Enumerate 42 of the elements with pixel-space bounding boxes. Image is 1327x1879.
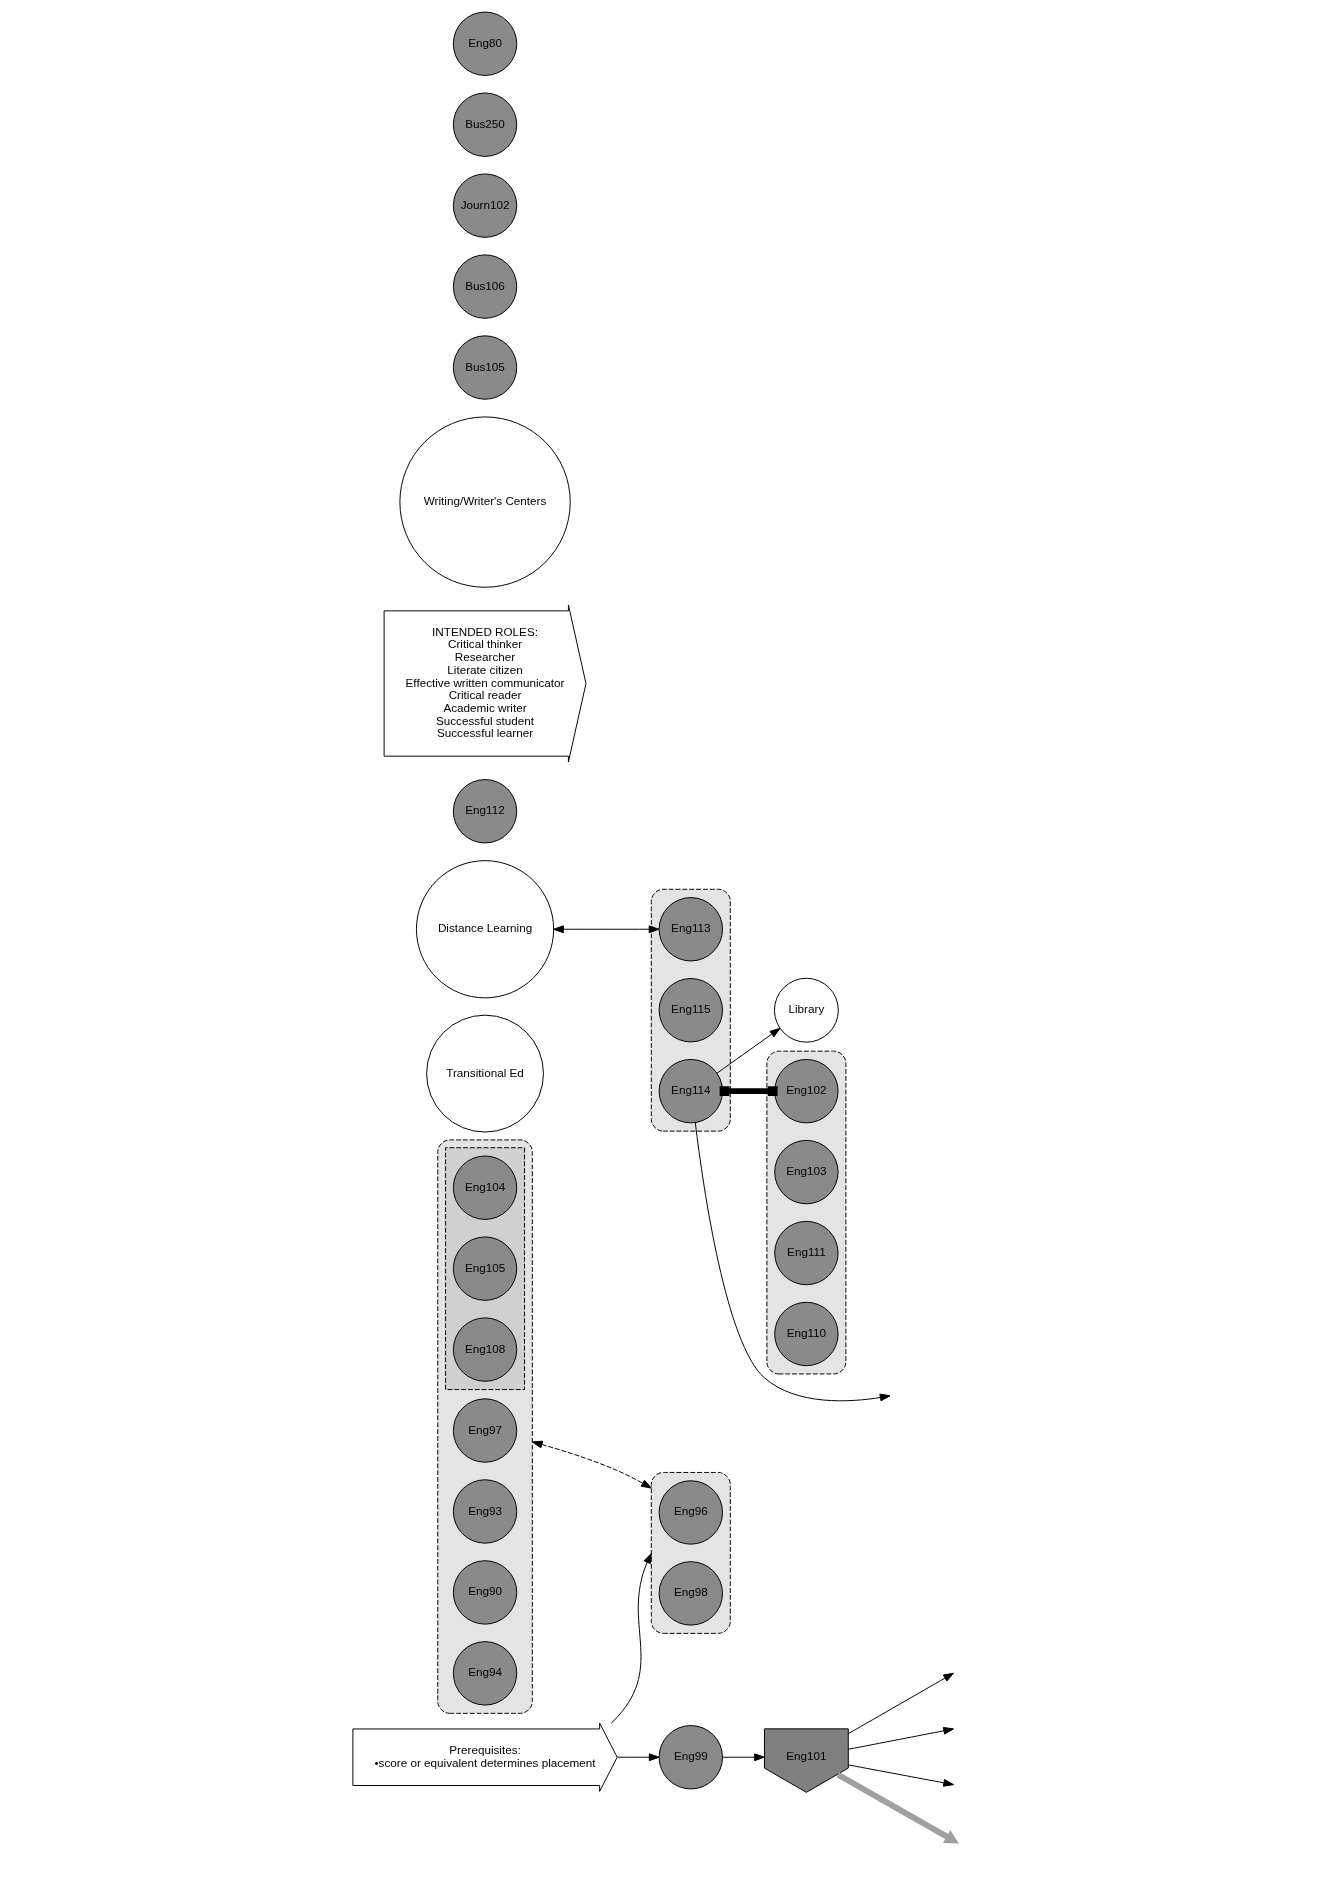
node-circle: Eng115 [658, 978, 723, 1043]
node-circle: Eng102 [773, 1058, 839, 1124]
arrow [531, 1440, 652, 1489]
arrow [721, 1753, 765, 1762]
node-circle: Bus105 [452, 335, 517, 400]
node-circle: Eng105 [452, 1236, 517, 1301]
arrow [716, 1027, 780, 1074]
connector [719, 1086, 778, 1097]
node-circle: Eng97 [452, 1398, 517, 1463]
arrow [847, 1726, 954, 1750]
node-circle: Distance Learning [415, 860, 554, 999]
node-circle: Writing/Writer's Centers [398, 416, 571, 588]
node-circle: Eng111 [773, 1220, 839, 1286]
arrow [835, 1772, 959, 1844]
node-circle: Eng110 [773, 1301, 839, 1367]
node-circle: Eng94 [452, 1641, 517, 1706]
arrow [694, 1122, 890, 1402]
node-circle: Bus250 [452, 92, 517, 157]
node-circle: Transitional Ed [425, 1014, 544, 1133]
cluster [444, 1147, 525, 1391]
cluster [436, 1139, 533, 1714]
node-circle: Eng80 [452, 11, 517, 76]
node-circle: Library [773, 977, 839, 1043]
arrow [616, 1753, 660, 1762]
node-circle: Eng112 [452, 779, 517, 844]
arrow [847, 1764, 954, 1787]
node-circle: Bus106 [452, 254, 517, 319]
node-circle: Eng98 [658, 1561, 723, 1626]
cluster [650, 1471, 731, 1634]
node-circle: Journ102 [452, 173, 517, 238]
arrow [847, 1672, 954, 1735]
node-circle: Eng99 [658, 1725, 723, 1790]
arrow [610, 1552, 652, 1724]
node-circle: Eng103 [773, 1139, 839, 1205]
node-circle: Eng104 [452, 1155, 517, 1220]
arrow [552, 925, 659, 934]
node-circle: Eng114 [658, 1058, 723, 1124]
node-circle: Eng96 [658, 1480, 723, 1545]
node-circle: Eng113 [658, 897, 723, 962]
node-circle: Eng90 [452, 1560, 517, 1625]
node-circle: Eng93 [452, 1479, 517, 1544]
node-circle: Eng108 [452, 1317, 517, 1382]
